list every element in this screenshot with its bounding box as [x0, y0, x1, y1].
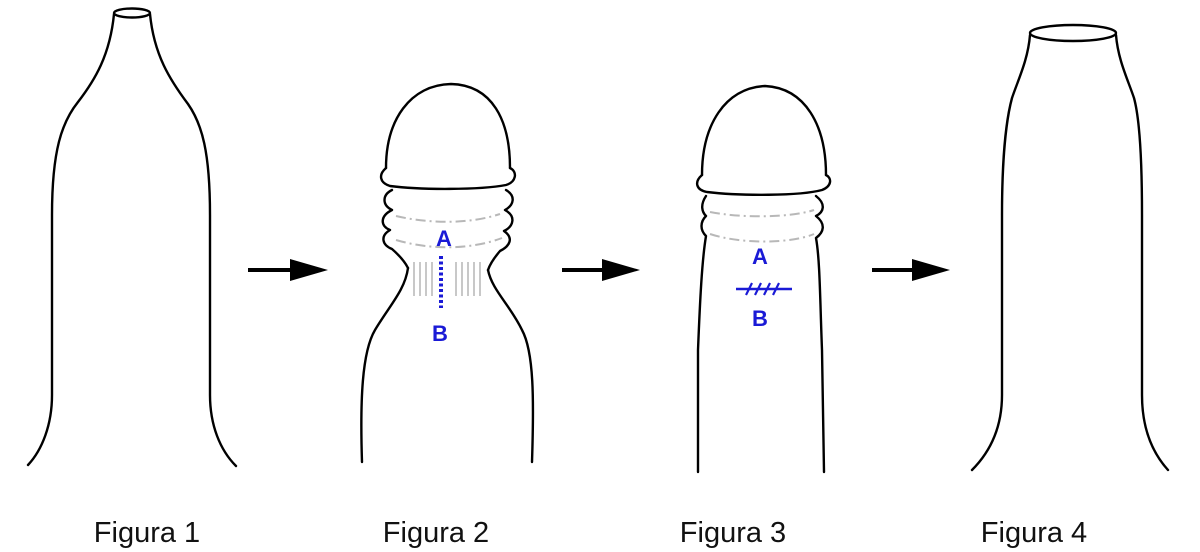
- figure-1-shape: [26, 7, 238, 468]
- figure-2-label-b: B: [432, 321, 448, 346]
- figure-4-opening: [1028, 23, 1118, 43]
- figure-1-caption: Figura 1: [94, 517, 200, 549]
- arrow-right-icon: [248, 259, 328, 281]
- figure-1-opening: [112, 7, 152, 19]
- figure-2-shape: [360, 82, 535, 464]
- arrow-right-icon: [872, 259, 950, 281]
- figure-2-label-a: A: [436, 226, 452, 251]
- figure-3-label-b: B: [752, 306, 768, 331]
- figure-3-folds: [709, 209, 815, 243]
- figure-3-stitches: [745, 282, 780, 296]
- figure-4-caption: Figura 4: [981, 517, 1087, 549]
- figure-2-caption: Figura 2: [383, 517, 489, 549]
- figure-3-shape: [695, 84, 832, 474]
- figure-4-shape: [970, 23, 1170, 472]
- figure-3-label-a: A: [752, 244, 768, 269]
- figure-2-hatch: [413, 262, 481, 296]
- figure-3-caption: Figura 3: [680, 517, 786, 549]
- figure-2-folds: [395, 213, 503, 249]
- arrow-right-icon: [562, 259, 640, 281]
